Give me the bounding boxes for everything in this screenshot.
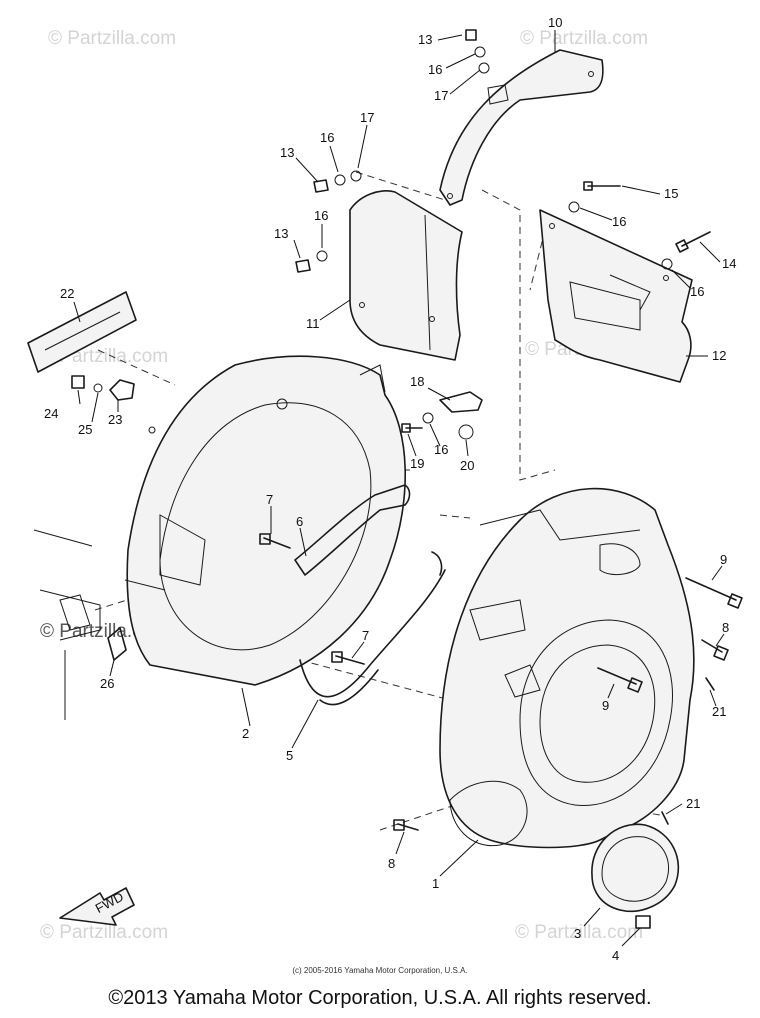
callout-7: 7 <box>266 492 273 507</box>
callout-13: 13 <box>280 145 294 160</box>
callout-16: 16 <box>690 284 704 299</box>
part-12-plate <box>539 209 693 383</box>
fasteners <box>33 29 743 929</box>
callout-10: 10 <box>548 15 562 30</box>
callout-23: 23 <box>108 412 122 427</box>
callout-16: 16 <box>320 130 334 145</box>
callout-13: 13 <box>274 226 288 241</box>
callout-22: 22 <box>60 286 74 301</box>
small-copyright: (c) 2005-2016 Yamaha Motor Corporation, … <box>292 966 468 975</box>
callout-25: 25 <box>78 422 92 437</box>
callout-16: 16 <box>428 62 442 77</box>
callout-21: 21 <box>712 704 726 719</box>
callout-16: 16 <box>434 442 448 457</box>
part-10-shroud <box>439 49 604 206</box>
fwd-arrow: FWD <box>59 887 135 926</box>
callout-9: 9 <box>720 552 727 567</box>
part-11-cover <box>349 190 463 361</box>
callout-26: 26 <box>100 676 114 691</box>
callout-6: 6 <box>296 514 303 529</box>
main-copyright: ©2013 Yamaha Motor Corporation, U.S.A. A… <box>108 987 652 1009</box>
callout-1: 1 <box>432 876 439 891</box>
leader-lines <box>73 30 725 947</box>
callout-11: 11 <box>306 316 320 331</box>
watermark: © Partzilla.com <box>520 28 648 49</box>
callout-17: 17 <box>360 110 374 125</box>
part-2-left-housing <box>124 355 406 686</box>
callout-16: 16 <box>314 208 328 223</box>
part-22-label <box>27 291 137 373</box>
callout-15: 15 <box>664 186 678 201</box>
callout-7: 7 <box>362 628 369 643</box>
part-6-strip <box>294 484 411 576</box>
callout-9: 9 <box>602 698 609 713</box>
callout-5: 5 <box>286 748 293 763</box>
callout-14: 14 <box>722 256 736 271</box>
callout-18: 18 <box>410 374 424 389</box>
part-5-band <box>299 551 446 706</box>
callout-16: 16 <box>612 214 626 229</box>
callout-8: 8 <box>388 856 395 871</box>
callout-21: 21 <box>686 796 700 811</box>
callout-labels: 13 16 17 10 13 16 17 13 16 11 15 16 14 1… <box>44 15 736 963</box>
callout-20: 20 <box>460 458 474 473</box>
watermark: © Partzilla.com <box>40 922 168 943</box>
callout-3: 3 <box>574 926 581 941</box>
callout-12: 12 <box>712 348 726 363</box>
callout-13: 13 <box>418 32 432 47</box>
watermark: © Partzilla.com <box>515 922 643 943</box>
watermark: © Partzilla.com <box>48 28 176 49</box>
part-1-main-housing <box>439 487 695 849</box>
callout-2: 2 <box>242 726 249 741</box>
part-3-cover-plate <box>591 823 680 912</box>
callout-17: 17 <box>434 88 448 103</box>
callout-19: 19 <box>410 456 424 471</box>
callout-4: 4 <box>612 948 619 963</box>
callout-8: 8 <box>722 620 729 635</box>
callout-24: 24 <box>44 406 58 421</box>
